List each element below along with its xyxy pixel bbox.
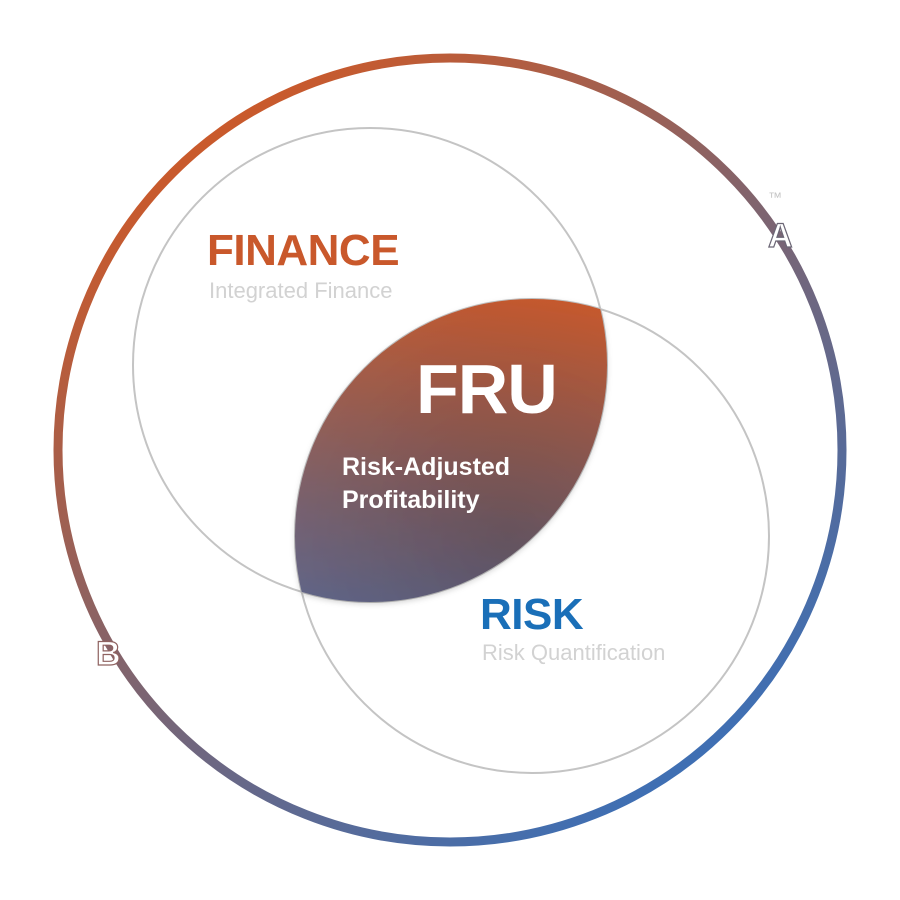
intersection-subtitle: Risk-Adjusted Profitability (342, 451, 510, 517)
intersection-lens (295, 299, 607, 602)
finance-subtitle: Integrated Finance (209, 278, 393, 303)
finance-title: FINANCE (207, 226, 400, 275)
outer-ring (53, 53, 847, 847)
intersection-subtitle-line2: Profitability (342, 486, 480, 514)
outer-ring-fragment-left: B (96, 635, 121, 673)
risk-subtitle: Risk Quantification (482, 640, 666, 665)
risk-title: RISK (480, 590, 584, 639)
intersection-title: FRU (416, 350, 558, 428)
trademark-symbol: ™ (768, 189, 782, 205)
intersection-subtitle-line1: Risk-Adjusted (342, 453, 511, 481)
outer-ring-fragment-right: A (768, 217, 793, 255)
